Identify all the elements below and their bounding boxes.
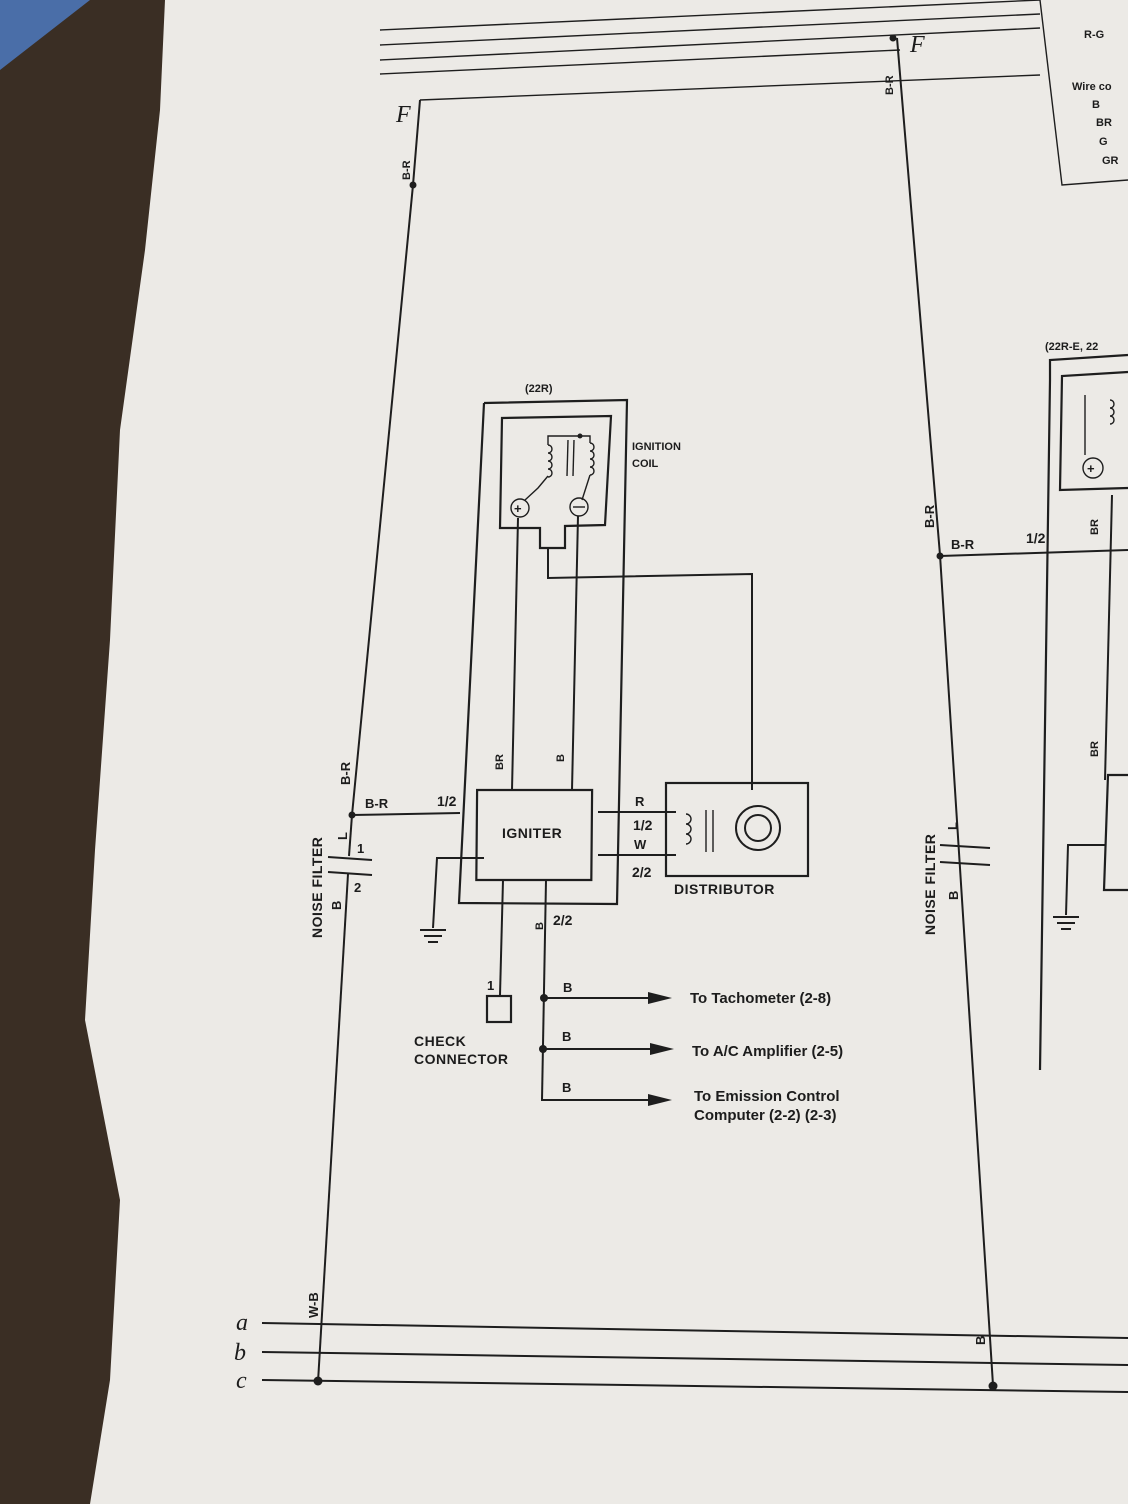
engine-label-22re: (22R-E, 22 [1045,341,1098,353]
label-pin-1: 1 [357,841,364,856]
output-2-wire: B [562,1029,571,1044]
label-f-left: F [395,102,411,128]
label-w-dist: W [634,837,647,852]
legend-row-4: GR [1102,155,1119,167]
frac-igniter-bottom: 2/2 [553,912,573,928]
label-l-right: L [945,822,960,830]
output-1-text: To Tachometer (2-8) [690,990,831,1007]
output-3-text-1: To Emission Control [694,1088,840,1105]
output-3-text-2: Computer (2-2) (2-3) [694,1107,837,1124]
output-emission-computer: B To Emission Control Computer (2-2) (2-… [541,1080,840,1124]
wire-color-legend: R-G Wire co B BR G GR [1039,0,1128,186]
igniter-label: IGNITER [502,825,562,841]
noise-filter-left-label: NOISE FILTER [309,837,325,938]
label-l-left: L [335,832,350,840]
frac-dist-bottom: 2/2 [632,864,652,880]
label-br-igniter: BR [494,754,506,770]
label-br-vertical: B-R [338,761,353,785]
label-b-left: B [329,901,344,910]
label-br-right-top: B-R [884,75,896,95]
label-b-igniter-bottom: B [534,922,546,930]
label-f-right: F [909,32,925,58]
noise-filter-right-label: NOISE FILTER [922,834,938,935]
label-wb: W-B [306,1292,321,1318]
output-2-text: To A/C Amplifier (2-5) [692,1043,843,1060]
paper-sheet [85,0,1128,1504]
output-tachometer: B To Tachometer (2-8) [540,980,831,1007]
frac-dist-top: 1/2 [633,817,653,833]
distributor: DISTRIBUTOR [664,781,810,897]
bus-label-a: a [236,1310,248,1336]
legend-row-1: B [1092,99,1100,111]
ignition-coil-module: (22R) + IGNITION COIL BR B [457,383,753,906]
check-connector-label-1: CHECK [414,1033,466,1049]
output-3-wire: B [562,1080,571,1095]
label-b-igniter: B [555,754,567,762]
noise-filter-left: L B 1 2 NOISE FILTER W-B [306,814,373,1383]
label-br-right-vertical: B-R [922,504,937,528]
label-b-bottom-right: B [973,1336,988,1345]
legend-row-3: G [1099,136,1108,148]
output-ac-amplifier: B To A/C Amplifier (2-5) [539,1029,843,1060]
top-harness-lines [379,0,1041,101]
svg-text:+: + [1087,461,1095,476]
right-circuit: F B-R B-R B-R 1/2 L B NOISE FILTER B (22… [884,32,1128,1386]
label-b-right: B [946,891,961,900]
legend-rg: R-G [1084,29,1104,41]
igniter: IGNITER R 1/2 W 2/2 B 2/2 [420,788,676,1101]
ignition-coil-label-2: COIL [632,458,659,470]
check-connector: 1 CHECK CONNECTOR [414,978,513,1067]
label-pin-2: 2 [354,880,361,895]
label-br-horizontal: B-R [365,796,389,811]
legend-row-2: BR [1096,117,1112,129]
label-r-dist: R [635,794,645,809]
ignition-coil-label-1: IGNITION [632,441,681,453]
label-br-right-edge: BR [1089,519,1101,535]
bus-label-c: c [236,1368,247,1394]
distributor-label: DISTRIBUTOR [674,881,775,897]
corner-object [0,0,90,70]
label-br-top: B-R [401,160,413,180]
bus-lines: a b c [234,1310,1128,1394]
label-check-pin: 1 [487,978,494,993]
label-br-right-edge-2: BR [1089,741,1101,757]
label-br-right-horizontal: B-R [951,537,975,552]
engine-label-22r: (22R) [525,383,553,395]
bus-label-b: b [234,1340,246,1366]
output-1-wire: B [563,980,572,995]
legend-title: Wire co [1072,81,1112,93]
check-connector-label-2: CONNECTOR [414,1051,508,1067]
left-br-wire: F B-R B-R B-R 1/2 [338,99,461,819]
frac-right: 1/2 [1026,530,1046,546]
svg-text:+: + [514,501,522,516]
frac-igniter-left: 1/2 [437,793,457,809]
